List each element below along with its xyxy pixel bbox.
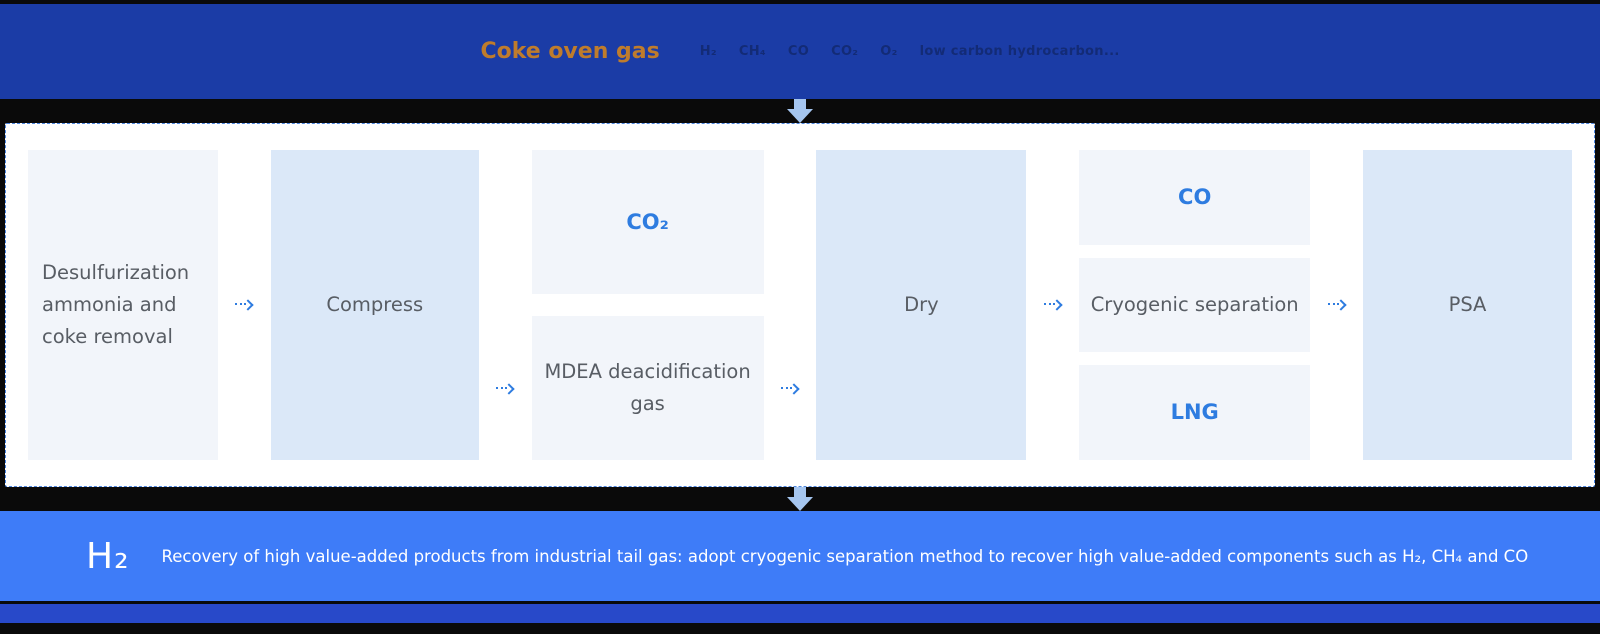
stage-pretreatment: Desulfurization ammonia and coke removal	[28, 150, 218, 460]
summary-text: Recovery of high value-added products fr…	[161, 546, 1529, 566]
stage-dry: Dry	[816, 150, 1027, 460]
dashed-arrow-right-icon	[1043, 300, 1062, 309]
flow-connector-bottom	[0, 487, 1600, 511]
flow-step-arrow-1	[218, 150, 271, 460]
gas-formula-co: CO	[787, 44, 810, 59]
dashed-arrow-right-icon	[1327, 300, 1346, 309]
process-box-cryogenic: Cryogenic separation	[1079, 257, 1311, 353]
h2-summary-banner: H₂ Recovery of high value-added products…	[0, 511, 1600, 601]
gas-component-list: H₂ CH₄ CO CO₂ O₂ low carbon hydrocarbon.…	[700, 44, 1120, 59]
arrow-down-icon	[786, 99, 814, 123]
dashed-arrow-right-icon	[780, 384, 799, 393]
banner-title: Coke oven gas	[480, 39, 660, 64]
stage-cryogenic-separation: CO Cryogenic separation LNG	[1079, 150, 1311, 461]
stage-psa: PSA	[1362, 150, 1572, 460]
flow-connector-top	[0, 99, 1600, 123]
process-box-desulfurization: Desulfurization ammonia and coke removal	[28, 150, 218, 460]
bottom-strip	[0, 604, 1600, 623]
arrow-down-icon	[786, 487, 814, 511]
process-box-dry: Dry	[816, 150, 1027, 460]
flow-step-arrow-3	[764, 150, 817, 460]
stage-deacidification: CO₂ MDEA deacidification gas	[531, 150, 764, 460]
process-box-lng: LNG	[1079, 365, 1311, 461]
flow-step-arrow-2	[479, 150, 532, 460]
gas-formula-co2: CO₂	[831, 44, 859, 59]
process-box-compress: Compress	[270, 150, 479, 460]
process-box-mdea: MDEA deacidification gas	[531, 316, 764, 460]
dashed-arrow-right-icon	[496, 384, 514, 393]
gas-formula-h2: H₂	[699, 44, 717, 59]
process-flow-panel: Desulfurization ammonia and coke removal…	[5, 123, 1595, 487]
process-box-co: CO	[1079, 150, 1311, 245]
gas-formula-low-carbon: low carbon hydrocarbon...	[919, 44, 1120, 59]
process-box-psa: PSA	[1362, 150, 1572, 460]
dashed-arrow-right-icon	[235, 300, 253, 309]
gas-formula-o2: O₂	[880, 44, 898, 59]
feed-gas-banner: Coke oven gas H₂ CH₄ CO CO₂ O₂ low carbo…	[0, 4, 1600, 99]
stage-compress: Compress	[270, 150, 479, 460]
product-label-h2: H₂	[86, 535, 130, 577]
flow-step-arrow-5	[1310, 150, 1363, 460]
flow-step-arrow-4	[1026, 150, 1079, 460]
gas-formula-ch4: CH₄	[738, 44, 766, 59]
coke-oven-gas-infographic: Coke oven gas H₂ CH₄ CO CO₂ O₂ low carbo…	[0, 4, 1600, 634]
process-box-co2: CO₂	[531, 150, 764, 294]
process-flow-row: Desulfurization ammonia and coke removal…	[6, 124, 1594, 486]
